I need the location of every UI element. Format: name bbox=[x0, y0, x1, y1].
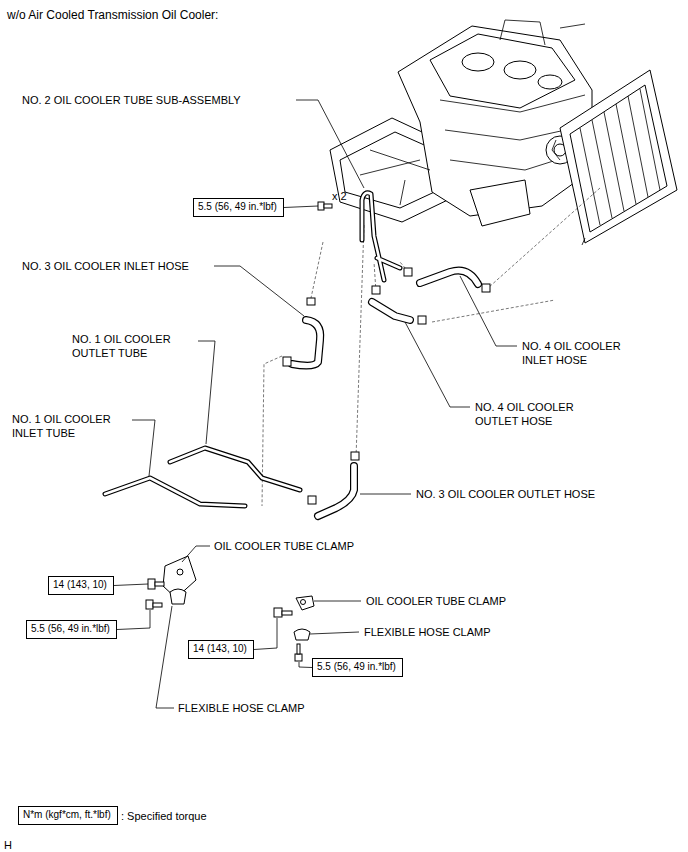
leader-line bbox=[254, 618, 277, 650]
part-name: NO. 3 OIL COOLER INLET HOSE bbox=[22, 259, 189, 273]
leader-lines bbox=[132, 100, 517, 708]
part-name: NO. 4 OIL COOLER OUTLET HOSE bbox=[475, 400, 590, 428]
clamp-set-left bbox=[146, 556, 196, 609]
leader-line bbox=[284, 206, 318, 208]
leader-line bbox=[117, 610, 150, 630]
part-name: OIL COOLER TUBE CLAMP bbox=[214, 539, 354, 553]
torque-value: 5.5 (56, 49 in.*lbf) bbox=[313, 659, 402, 674]
legend-text: : Specified torque bbox=[121, 809, 207, 823]
part-name: NO. 2 OIL COOLER TUBE SUB-ASSEMBLY bbox=[22, 93, 241, 107]
part-name: FLEXIBLE HOSE CLAMP bbox=[178, 701, 305, 715]
part-name: x 2 bbox=[332, 189, 347, 203]
diagram-title: w/o Air Cooled Transmission Oil Cooler: bbox=[7, 8, 218, 22]
part-name: OIL COOLER TUBE CLAMP bbox=[366, 594, 506, 608]
torque-value: 5.5 (56, 49 in.*lbf) bbox=[194, 199, 283, 214]
torque-box: 14 (143, 10) bbox=[48, 576, 114, 595]
radiator bbox=[552, 70, 677, 245]
torque-box: 5.5 (56, 49 in.*lbf) bbox=[193, 198, 284, 217]
part-name: FLEXIBLE HOSE CLAMP bbox=[364, 625, 491, 639]
part-name: NO. 1 OIL COOLER OUTLET TUBE bbox=[72, 332, 187, 360]
part-name: NO. 4 OIL COOLER INLET HOSE bbox=[522, 339, 637, 367]
torque-box: 5.5 (56, 49 in.*lbf) bbox=[312, 658, 403, 677]
part-name: NO. 3 OIL COOLER OUTLET HOSE bbox=[416, 487, 595, 501]
clamp-set-right bbox=[274, 596, 314, 661]
torque-value: 14 (143, 10) bbox=[49, 577, 113, 592]
leader-line bbox=[299, 662, 312, 668]
torque-value: N*m (kgf*cm, ft.*lbf) bbox=[19, 807, 117, 822]
hose-clips bbox=[283, 268, 490, 504]
figure-code: H bbox=[4, 838, 12, 852]
oil-cooler-tubes bbox=[105, 193, 478, 516]
torque-box: 14 (143, 10) bbox=[188, 640, 254, 659]
torque-value: 14 (143, 10) bbox=[189, 641, 253, 656]
part-name: NO. 1 OIL COOLER INLET TUBE bbox=[12, 412, 127, 440]
torque-box: 5.5 (56, 49 in.*lbf) bbox=[26, 620, 117, 639]
bolt bbox=[318, 202, 332, 210]
leader-line bbox=[114, 584, 148, 586]
legend-torque-box: N*m (kgf*cm, ft.*lbf) bbox=[18, 806, 118, 825]
torque-value: 5.5 (56, 49 in.*lbf) bbox=[27, 621, 116, 636]
